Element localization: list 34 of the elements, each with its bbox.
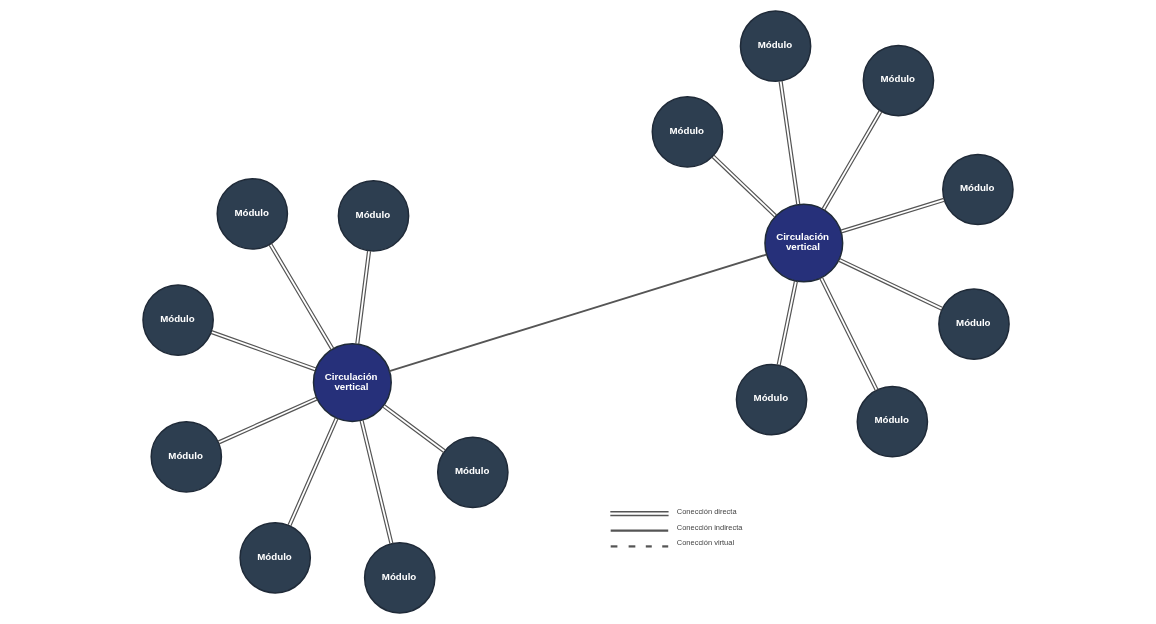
node-circle: Módulo [142,284,214,356]
node-circle: Circulación vertical [312,343,392,423]
connector [388,253,768,373]
node-circle: Módulo [651,95,724,168]
connector [268,242,335,351]
connector [776,280,798,366]
connector [359,419,394,545]
connector [210,329,317,372]
connector [217,396,318,445]
node-circle: Módulo [216,178,289,250]
connector [711,154,778,218]
connector [355,250,372,345]
node-circle: Módulo [938,288,1010,360]
connector [840,197,946,234]
node-circle: Módulo [239,521,312,594]
node-circle: Módulo [337,180,410,252]
node-circle: Módulo [942,153,1014,226]
connector [819,276,879,392]
node-circle: Módulo [862,44,935,117]
legend-label: Conección directa [676,506,737,516]
legend-label: Conección virtual [676,538,735,548]
connector [287,417,339,527]
legend-label: Conección indirecta [676,522,743,532]
node-circle: Módulo [150,421,223,493]
connector [837,257,944,311]
node-circle: Circulación vertical [764,203,844,283]
node-circle: Módulo [363,541,436,614]
node-circle: Módulo [856,385,929,458]
node-circle: Módulo [436,436,509,509]
connector [778,80,801,206]
node-circle: Módulo [735,363,808,436]
connector [821,109,883,211]
node-circle: Módulo [739,10,812,83]
connector [382,404,447,454]
